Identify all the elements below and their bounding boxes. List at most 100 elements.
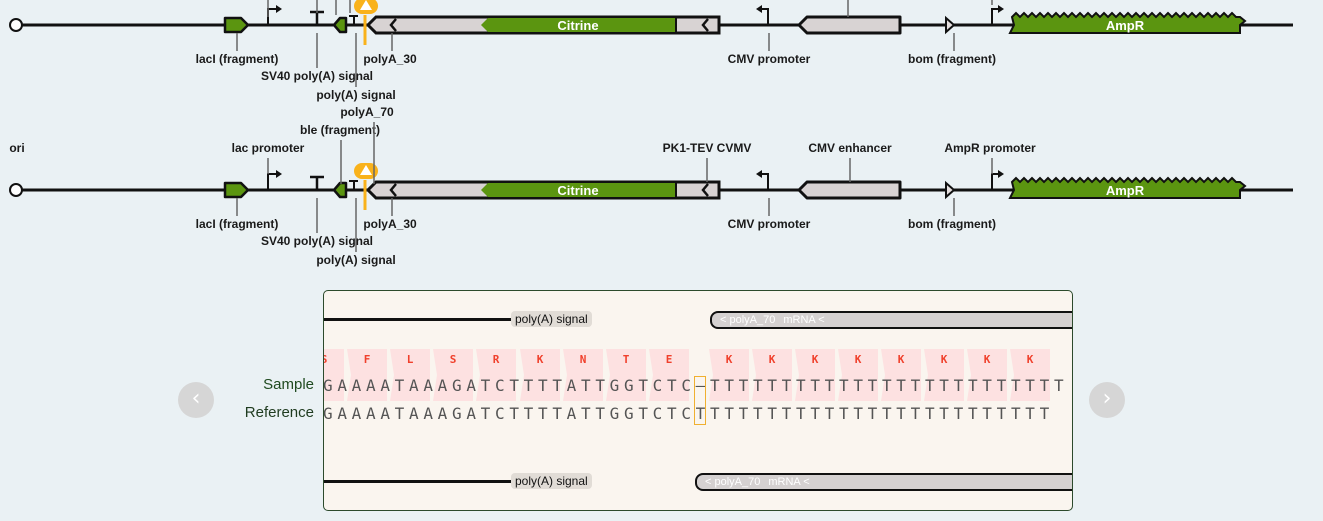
feature-ampr[interactable] bbox=[1008, 176, 1247, 199]
feature-citrine-label: Citrine bbox=[557, 183, 598, 198]
feature-label: PK1-TEV CVMV bbox=[663, 141, 752, 155]
terminator-icon[interactable] bbox=[310, 10, 324, 25]
feature-type-text: mRNA < bbox=[768, 476, 810, 488]
amino-acid-letter: K bbox=[811, 353, 819, 366]
feature-label: bom (fragment) bbox=[908, 217, 996, 231]
amino-acid-letter: K bbox=[536, 353, 544, 366]
feature-label: AmpR promoter bbox=[944, 141, 1036, 155]
amino-acid-E: E bbox=[649, 349, 689, 401]
alignment-panel: poly(A) signal < polyA_70 mRNA < S F L S R K N T… bbox=[323, 290, 1073, 511]
amino-acid-letter: F bbox=[363, 353, 371, 366]
feature-bom-fragment[interactable] bbox=[945, 180, 956, 200]
feature-label: poly(A) signal bbox=[316, 253, 395, 267]
amino-acid-S: S bbox=[324, 349, 344, 401]
feature-poly-a-signal-top[interactable]: poly(A) signal bbox=[511, 311, 592, 327]
amino-acid-K: K bbox=[1010, 349, 1050, 401]
feature-citrine[interactable] bbox=[481, 18, 676, 32]
feature-ble-fragment[interactable] bbox=[332, 16, 348, 34]
feature-polya70-mrna-top[interactable]: < polyA_70 mRNA < bbox=[710, 311, 1072, 329]
amino-acid-N: N bbox=[563, 349, 603, 401]
reference-sequence: GAAAATAAAGATCTTTTATTGGTCTCTTTTTTTTTTTTTT… bbox=[323, 404, 1054, 423]
feature-bom-fragment[interactable] bbox=[945, 15, 956, 35]
promoter-arrow-icon[interactable] bbox=[762, 173, 769, 190]
chevron-right-icon: › bbox=[1102, 386, 1112, 411]
next-button[interactable]: › bbox=[1089, 382, 1125, 418]
amino-acid-K: K bbox=[709, 349, 749, 401]
previous-button[interactable]: ‹ bbox=[178, 382, 214, 418]
promoter-arrow-icon[interactable] bbox=[991, 173, 998, 190]
terminator-icon[interactable] bbox=[349, 15, 358, 25]
feature-laci-fragment[interactable] bbox=[223, 16, 250, 34]
amino-acid-letter: S bbox=[324, 353, 344, 366]
feature-laci-fragment[interactable] bbox=[223, 181, 250, 199]
amino-acid-T: T bbox=[606, 349, 646, 401]
amino-acid-letter: N bbox=[579, 353, 587, 366]
amino-acid-K: K bbox=[795, 349, 835, 401]
warning-triangle-icon bbox=[360, 165, 372, 175]
amino-acid-letter: K bbox=[897, 353, 905, 366]
sample-sequence: GAAAATAAAGATCTTTTATTGGTCTC–TTTTTTTTTTTTT… bbox=[323, 376, 1069, 395]
promoter-arrow-head-icon bbox=[276, 170, 282, 178]
amino-acid-letter: S bbox=[449, 353, 457, 366]
amino-acid-letter: K bbox=[854, 353, 862, 366]
amino-acid-K: K bbox=[881, 349, 921, 401]
feature-label: CMV enhancer bbox=[808, 141, 892, 155]
promoter-arrow-icon[interactable] bbox=[762, 8, 769, 25]
feature-label: CMV promoter bbox=[728, 52, 811, 66]
warning-triangle-icon bbox=[360, 0, 372, 10]
feature-ble-fragment[interactable] bbox=[332, 181, 348, 199]
feature-citrine[interactable] bbox=[481, 183, 676, 197]
feature-label: SV40 poly(A) signal bbox=[261, 234, 373, 248]
promoter-arrow-icon[interactable] bbox=[991, 8, 998, 25]
terminator-icon[interactable] bbox=[349, 180, 358, 190]
origin-circle[interactable] bbox=[9, 18, 23, 32]
feature-label: CMV promoter bbox=[728, 217, 811, 231]
mismatch-highlight[interactable] bbox=[694, 376, 706, 425]
promoter-arrow-head-icon bbox=[998, 5, 1004, 13]
feature-label: lacI (fragment) bbox=[196, 52, 279, 66]
amino-acid-letter: R bbox=[492, 353, 500, 366]
feature-label: polyA_70 bbox=[340, 105, 394, 119]
feature-type-text: mRNA < bbox=[783, 314, 825, 326]
plasmid-map: Citrine AmpR lacI (fragment) SV40 poly(A) s… bbox=[9, 0, 1293, 267]
amino-acid-K: K bbox=[520, 349, 560, 401]
amino-acid-K: K bbox=[838, 349, 878, 401]
feature-ampr-label: AmpR bbox=[1106, 18, 1145, 33]
origin-circle[interactable] bbox=[9, 183, 23, 197]
feature-name-text: < polyA_70 bbox=[720, 314, 776, 326]
amino-acid-letter: K bbox=[725, 353, 733, 366]
feature-label: SV40 poly(A) signal bbox=[261, 69, 373, 83]
amino-acid-R: R bbox=[476, 349, 516, 401]
chevron-left-icon: ‹ bbox=[191, 386, 201, 411]
promoter-arrow-head-icon bbox=[276, 5, 282, 13]
promoter-arrow-icon[interactable] bbox=[267, 8, 276, 25]
amino-acid-letter: T bbox=[622, 353, 630, 366]
amino-acid-K: K bbox=[967, 349, 1007, 401]
feature-cmv-enhancer[interactable] bbox=[797, 180, 902, 200]
amino-acid-letter: K bbox=[768, 353, 776, 366]
promoter-arrow-head-icon bbox=[756, 5, 762, 13]
amino-acid-K: K bbox=[924, 349, 964, 401]
feature-cmv-enhancer[interactable] bbox=[797, 15, 902, 35]
sample-label: Sample bbox=[263, 376, 314, 393]
amino-acid-F: F bbox=[347, 349, 387, 401]
amino-acid-letter: K bbox=[1026, 353, 1034, 366]
feature-label: poly(A) signal bbox=[316, 88, 395, 102]
feature-label: bom (fragment) bbox=[908, 52, 996, 66]
amino-acid-K: K bbox=[752, 349, 792, 401]
amino-acid-letter: L bbox=[406, 353, 414, 366]
amino-acid-L: L bbox=[390, 349, 430, 401]
feature-label: ori bbox=[9, 141, 24, 155]
terminator-icon[interactable] bbox=[310, 175, 324, 190]
promoter-arrow-icon[interactable] bbox=[267, 173, 276, 190]
feature-line bbox=[324, 480, 513, 483]
amino-acid-letter: K bbox=[940, 353, 948, 366]
feature-ampr[interactable] bbox=[1008, 11, 1247, 34]
feature-poly-a-signal-bottom[interactable]: poly(A) signal bbox=[511, 473, 592, 489]
feature-line bbox=[324, 318, 513, 321]
amino-acid-letter: E bbox=[665, 353, 673, 366]
promoter-arrow-head-icon bbox=[998, 170, 1004, 178]
